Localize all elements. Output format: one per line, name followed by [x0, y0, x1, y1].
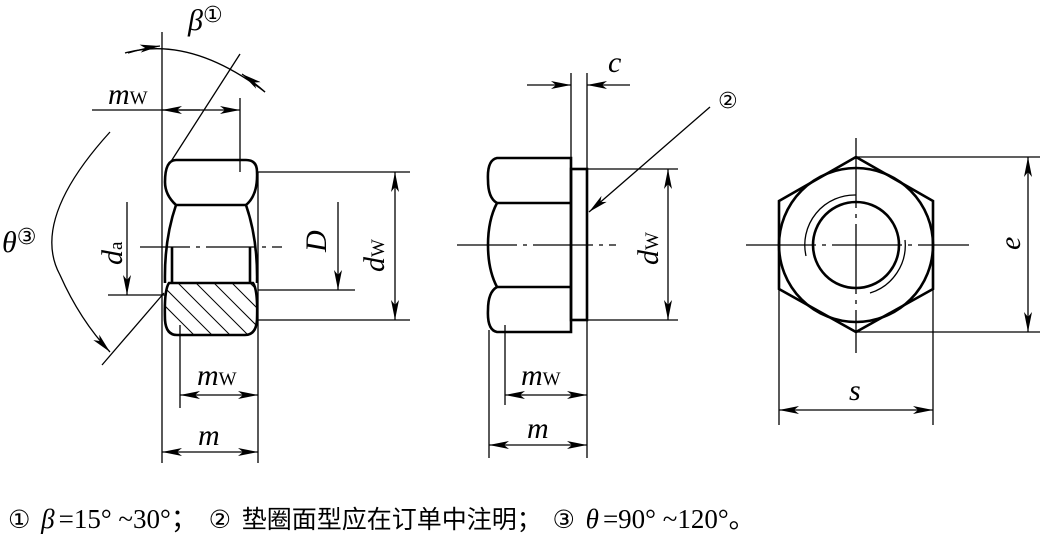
hatching: [164, 283, 258, 335]
footnote-marker-2: ②: [208, 505, 231, 534]
label-dw-middle: dW: [632, 232, 665, 265]
footnote-theta-range: =90° ~120°。: [602, 504, 756, 534]
footnote: ① β=15° ~30°； ② 垫圈面型应在订单中注明； ③ θ=90° ~12…: [8, 497, 760, 536]
thread-arc: [869, 239, 906, 294]
footnote-theta-symbol: θ: [585, 504, 599, 534]
label-mw-top: mW: [108, 78, 148, 111]
beta-arc: [124, 48, 266, 93]
section-view: mW β① θ③ da D dW mW m: [2, 3, 410, 463]
theta-arc: [51, 131, 111, 353]
label-note2: ②: [718, 89, 738, 114]
label-c: c: [608, 46, 621, 79]
side-view: c ② dW mW m: [457, 46, 738, 458]
hatched-section: [163, 281, 259, 337]
footnote-beta-range: =15° ~30°；: [58, 504, 198, 534]
label-mw-bottom: mW: [197, 359, 237, 392]
label-beta: β①: [187, 3, 223, 37]
nut-outline: [163, 158, 259, 207]
chamfer-line: [101, 292, 165, 366]
label-dw-left: dW: [358, 239, 391, 272]
top-view: e s: [746, 138, 1040, 425]
label-m-middle: m: [527, 412, 549, 445]
leader-washer-face: [588, 106, 711, 213]
footnote-marker-3: ③: [552, 505, 575, 534]
footnote-beta-symbol: β: [41, 504, 55, 534]
label-D: D: [300, 230, 333, 253]
footnote-washer-note: 垫圈面型应在订单中注明；: [241, 505, 542, 534]
footnote-marker-1: ①: [8, 505, 31, 534]
label-da: da: [96, 241, 129, 265]
label-theta: θ③: [2, 225, 36, 259]
label-s: s: [849, 374, 861, 407]
label-mw-middle: mW: [521, 359, 561, 392]
label-e: e: [994, 237, 1027, 250]
chamfer-line: [169, 53, 241, 164]
nut-side-outline: [486, 156, 573, 334]
label-m-left: m: [198, 419, 220, 452]
